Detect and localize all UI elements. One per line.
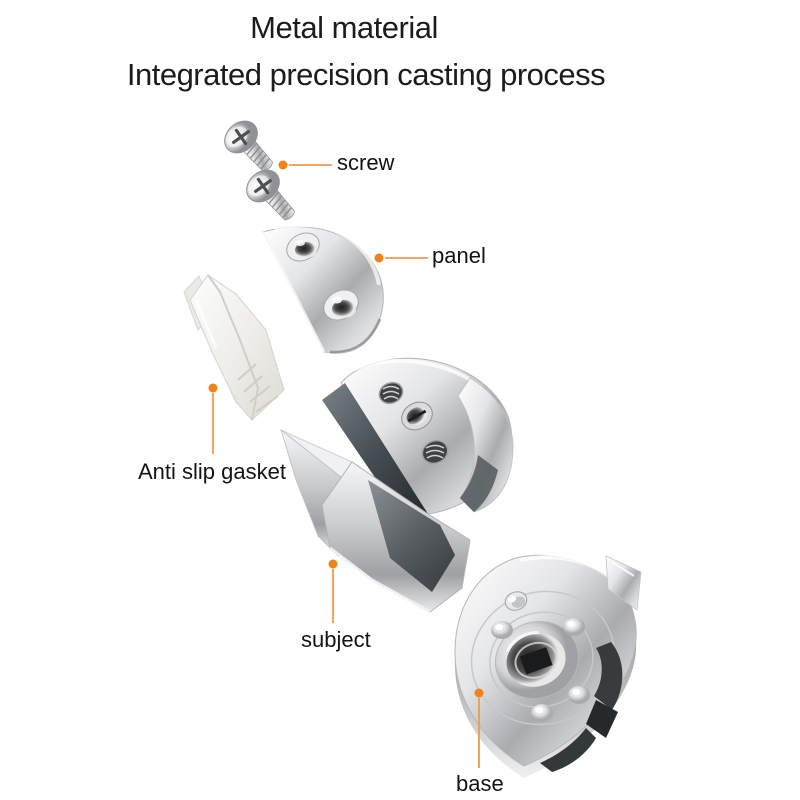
callout-screw: screw [337,150,395,175]
leader-lines [212,164,480,768]
gasket-leader-dot [208,383,218,393]
title-line-1: Metal material [250,10,438,45]
base-image [454,555,642,778]
screw-pair-image [216,112,307,231]
base-leader-dot [474,688,484,698]
leader-dots [208,160,484,698]
anti-slip-gasket-image [183,274,285,421]
subject-leader-dot [328,559,338,569]
panel-image [261,223,384,354]
screw-leader-dot [278,160,288,170]
callout-subject: subject [301,627,371,652]
subject-image [280,357,514,614]
callout-base: base [456,771,504,796]
callout-panel: panel [432,243,486,268]
title-line-2: Integrated precision casting process [126,57,606,92]
callout-anti-slip-gasket: Anti slip gasket [138,459,286,484]
panel-leader-dot [374,253,384,263]
